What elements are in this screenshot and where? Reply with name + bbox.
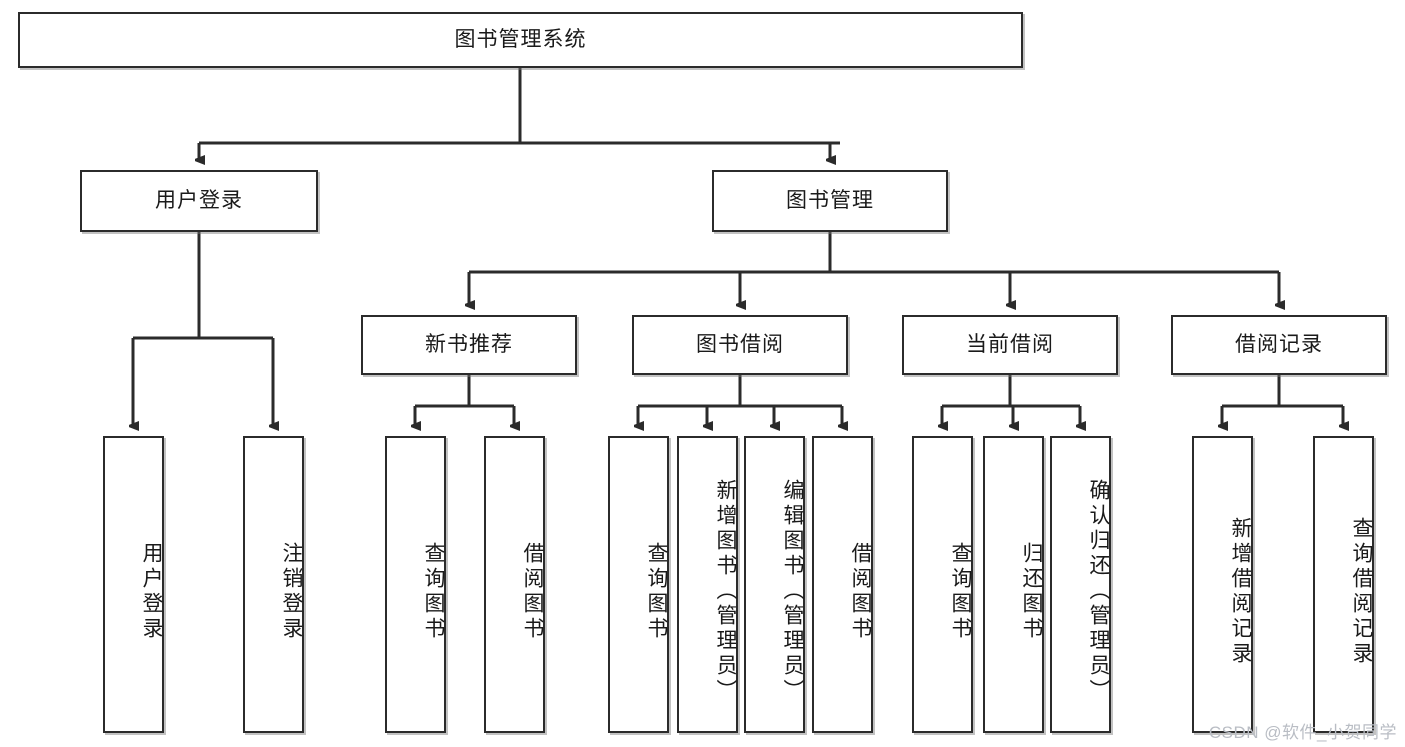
node-leaf-query-book-1-label: 查询图书 bbox=[422, 541, 445, 642]
node-leaf-query-book-1[interactable]: 查询图书 bbox=[385, 436, 446, 733]
node-leaf-add-book-admin[interactable]: 新增图书（管理员） bbox=[677, 436, 738, 733]
node-user-login[interactable]: 用户登录 bbox=[80, 170, 318, 232]
node-book-manage-label: 图书管理 bbox=[786, 188, 874, 212]
node-leaf-logout-login-label: 注销登录 bbox=[280, 541, 303, 642]
node-root[interactable]: 图书管理系统 bbox=[18, 12, 1023, 68]
node-leaf-query-book-2-label: 查询图书 bbox=[645, 541, 668, 642]
node-book-borrow[interactable]: 图书借阅 bbox=[632, 315, 848, 375]
node-book-manage[interactable]: 图书管理 bbox=[712, 170, 948, 232]
node-leaf-query-book-3-label: 查询图书 bbox=[949, 541, 972, 642]
node-user-login-label: 用户登录 bbox=[155, 188, 243, 212]
node-leaf-add-book-admin-label: 新增图书（管理员） bbox=[714, 479, 737, 704]
node-new-book-recommend[interactable]: 新书推荐 bbox=[361, 315, 577, 375]
node-leaf-edit-book-admin-label: 编辑图书（管理员） bbox=[781, 479, 804, 704]
node-leaf-query-borrow-record[interactable]: 查询借阅记录 bbox=[1313, 436, 1374, 733]
node-leaf-query-book-3[interactable]: 查询图书 bbox=[912, 436, 973, 733]
node-leaf-query-book-2[interactable]: 查询图书 bbox=[608, 436, 669, 733]
node-borrow-record[interactable]: 借阅记录 bbox=[1171, 315, 1387, 375]
node-leaf-confirm-return-admin-label: 确认归还（管理员） bbox=[1087, 479, 1110, 704]
node-leaf-user-login-label: 用户登录 bbox=[140, 541, 163, 642]
node-leaf-confirm-return-admin[interactable]: 确认归还（管理员） bbox=[1050, 436, 1111, 733]
node-leaf-borrow-book-1-label: 借阅图书 bbox=[521, 541, 544, 642]
node-leaf-add-borrow-record[interactable]: 新增借阅记录 bbox=[1192, 436, 1253, 733]
node-leaf-return-book-label: 归还图书 bbox=[1020, 541, 1043, 642]
node-new-book-recommend-label: 新书推荐 bbox=[425, 332, 513, 356]
node-leaf-query-borrow-record-label: 查询借阅记录 bbox=[1350, 516, 1373, 667]
node-current-borrow[interactable]: 当前借阅 bbox=[902, 315, 1118, 375]
node-leaf-logout-login[interactable]: 注销登录 bbox=[243, 436, 304, 733]
node-root-label: 图书管理系统 bbox=[454, 27, 587, 51]
node-leaf-return-book[interactable]: 归还图书 bbox=[983, 436, 1044, 733]
csdn-watermark: CSDN @软件_小贺同学 bbox=[1208, 723, 1397, 742]
node-leaf-edit-book-admin[interactable]: 编辑图书（管理员） bbox=[744, 436, 805, 733]
node-borrow-record-label: 借阅记录 bbox=[1235, 332, 1323, 356]
node-leaf-borrow-book-2-label: 借阅图书 bbox=[849, 541, 872, 642]
node-leaf-user-login[interactable]: 用户登录 bbox=[103, 436, 164, 733]
node-current-borrow-label: 当前借阅 bbox=[966, 332, 1054, 356]
node-leaf-borrow-book-1[interactable]: 借阅图书 bbox=[484, 436, 545, 733]
node-book-borrow-label: 图书借阅 bbox=[696, 332, 784, 356]
node-leaf-borrow-book-2[interactable]: 借阅图书 bbox=[812, 436, 873, 733]
node-leaf-add-borrow-record-label: 新增借阅记录 bbox=[1229, 516, 1252, 667]
